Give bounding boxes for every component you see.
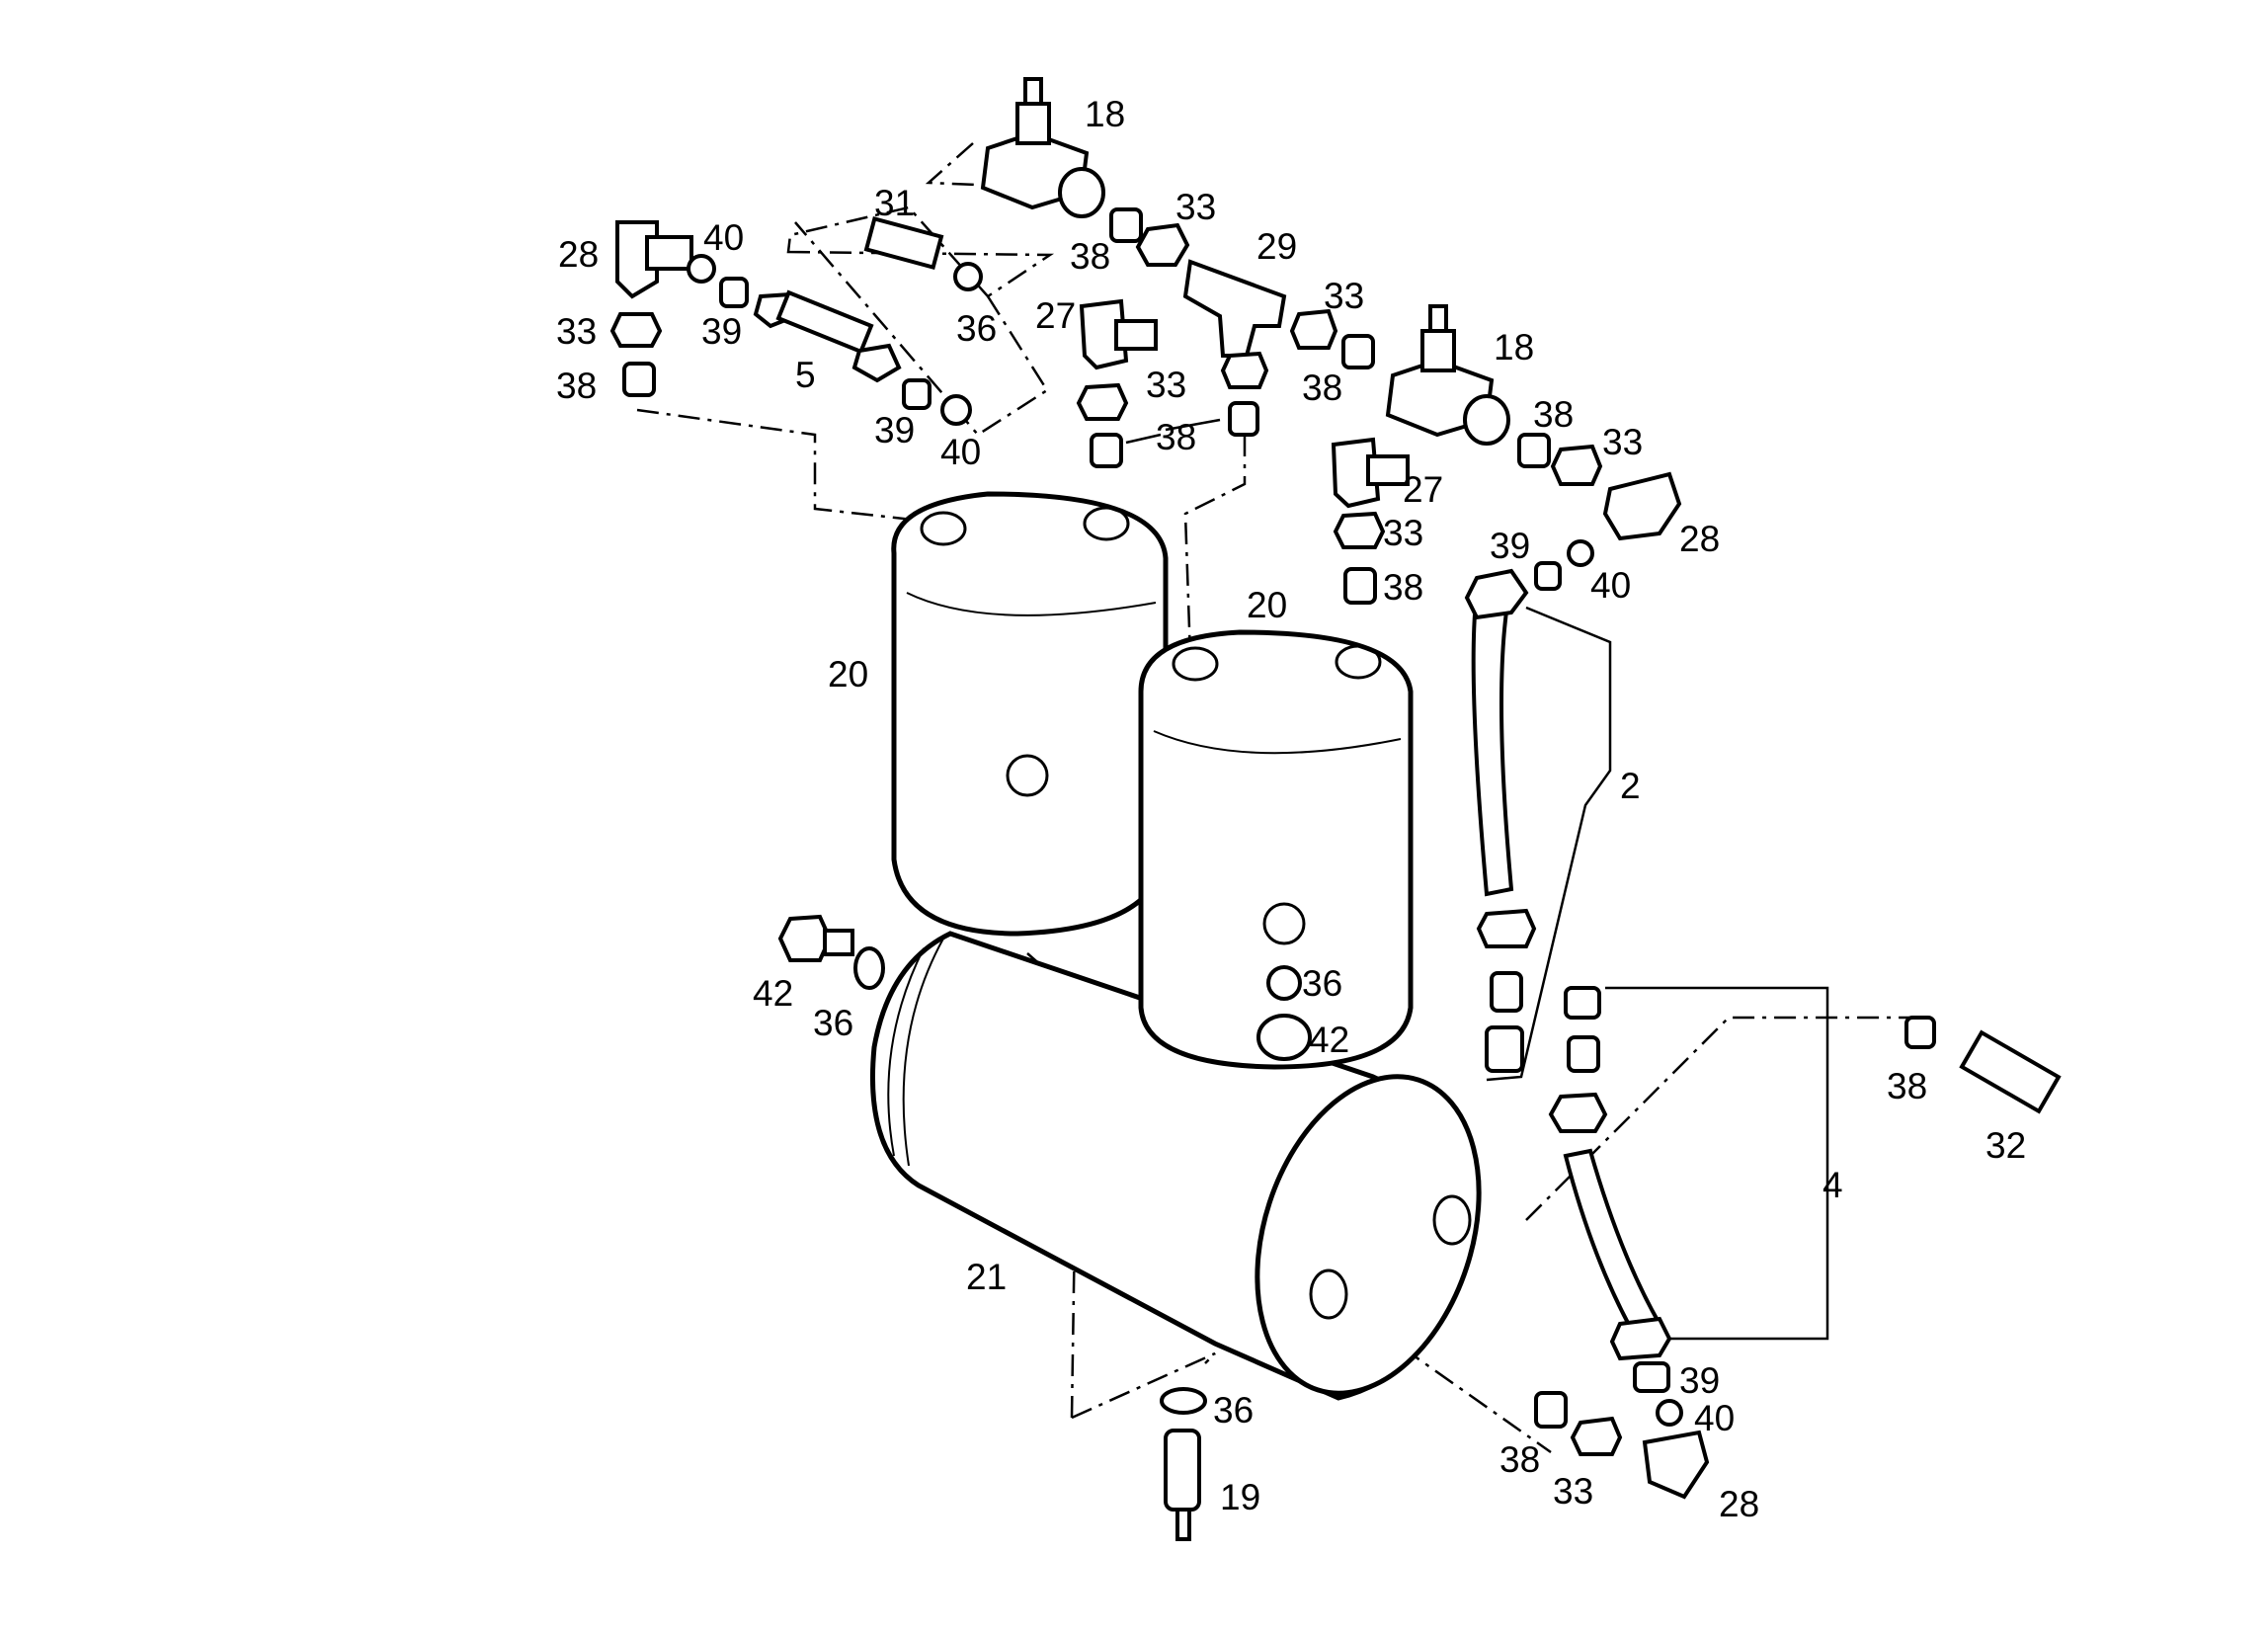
callout-nut-33-e: 33 <box>1383 513 1423 553</box>
tank-21 <box>869 931 1482 1401</box>
callout-sleeve-38-c: 38 <box>1302 368 1342 408</box>
callout-nut-33-g: 33 <box>1553 1471 1593 1512</box>
callout-nut-33-a: 33 <box>556 311 597 352</box>
callout-plug-42-left: 42 <box>753 973 793 1014</box>
callout-sleeve-38-e: 38 <box>1383 567 1423 608</box>
callout-plug-42-right: 42 <box>1309 1020 1349 1060</box>
callout-nut-33-c: 33 <box>1324 276 1364 316</box>
callout-fitting-31: 31 <box>874 183 915 223</box>
callout-sleeve-38-a: 38 <box>556 366 597 406</box>
callout-union-32: 32 <box>1985 1125 2026 1166</box>
callout-pipe-2: 2 <box>1620 766 1641 806</box>
callout-nut-33-f: 33 <box>1602 422 1643 462</box>
callout-sleeve-38-f: 38 <box>1533 394 1574 435</box>
callout-tank-21: 21 <box>966 1257 1007 1297</box>
callout-labels: 18 18 29 31 27 27 28 28 28 5 2 4 20 20 2… <box>556 94 2026 1524</box>
tank-20-right <box>1138 629 1414 1070</box>
callout-ring-40-a: 40 <box>703 217 744 258</box>
callout-nut-33-d: 33 <box>1146 365 1186 405</box>
callout-sleeve-38-g: 38 <box>1887 1066 1927 1106</box>
callout-pipe-4: 4 <box>1822 1165 1843 1205</box>
callout-seal-36-c: 36 <box>813 1003 853 1043</box>
callout-elbow-27a: 27 <box>1035 295 1076 336</box>
callout-elbow-28-bottom: 28 <box>1719 1484 1759 1524</box>
callout-tee-29: 29 <box>1256 226 1297 267</box>
callout-sleeve-38-d: 38 <box>1156 417 1196 457</box>
callout-seal-36-a: 36 <box>956 308 997 349</box>
tank-20-left <box>891 491 1169 937</box>
callout-ring-40-c: 40 <box>1590 565 1631 606</box>
callout-tank-20-left: 20 <box>828 654 868 695</box>
callout-ring-40-d: 40 <box>1694 1398 1735 1438</box>
callout-sleeve-38-h: 38 <box>1499 1439 1540 1480</box>
callout-ring-39-d: 39 <box>1679 1360 1720 1401</box>
callout-ring-39-b: 39 <box>874 410 915 450</box>
callout-seal-36-d: 36 <box>1213 1390 1254 1431</box>
callout-valve-top: 18 <box>1085 94 1125 134</box>
bracket-lines <box>1125 418 1829 1341</box>
pressure-valve-top <box>980 77 1105 218</box>
callout-valve-mid: 18 <box>1494 327 1534 368</box>
fittings <box>609 207 2062 1541</box>
callout-nipple-5: 5 <box>795 355 816 395</box>
callout-drain-19: 19 <box>1220 1477 1260 1517</box>
callout-ring-39-a: 39 <box>701 311 742 352</box>
callout-ring-39-c: 39 <box>1490 526 1530 566</box>
callout-elbow-27b: 27 <box>1403 469 1443 510</box>
callout-tank-20-right: 20 <box>1247 585 1287 625</box>
callout-ring-40-b: 40 <box>940 432 981 472</box>
callout-nut-33-b: 33 <box>1175 187 1216 227</box>
callout-sleeve-38-b: 38 <box>1070 236 1110 277</box>
callout-elbow-28-left: 28 <box>558 234 599 275</box>
callout-elbow-28-right: 28 <box>1679 519 1720 559</box>
callout-seal-36-b: 36 <box>1302 963 1342 1004</box>
pressure-valve-mid <box>1385 304 1510 446</box>
